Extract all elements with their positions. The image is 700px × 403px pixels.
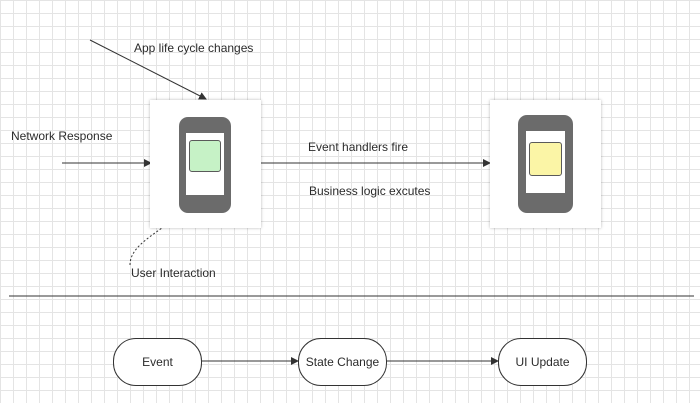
phone-screen-after [526, 131, 565, 193]
business-logic-label: Business logic excutes [309, 184, 431, 198]
user-interaction-arrow [129, 177, 209, 266]
phone-card-before [150, 100, 261, 228]
phone-screen-before [186, 133, 224, 195]
flow-event-node: Event [113, 338, 202, 386]
app-lifecycle-label: App life cycle changes [134, 41, 254, 55]
user-interaction-label: User Interaction [131, 266, 216, 280]
state-tile-before [189, 140, 221, 172]
phone-card-after [490, 100, 601, 228]
network-response-label: Network Response [11, 129, 113, 143]
state-tile-after [529, 142, 562, 176]
phone-icon-before [179, 117, 231, 213]
event-handlers-label: Event handlers fire [308, 140, 409, 154]
flow-state-change-node: State Change [298, 338, 387, 386]
flow-ui-update-node: UI Update [498, 338, 587, 386]
lifecycle-arrow [89, 39, 207, 100]
phone-icon-after [518, 115, 573, 213]
